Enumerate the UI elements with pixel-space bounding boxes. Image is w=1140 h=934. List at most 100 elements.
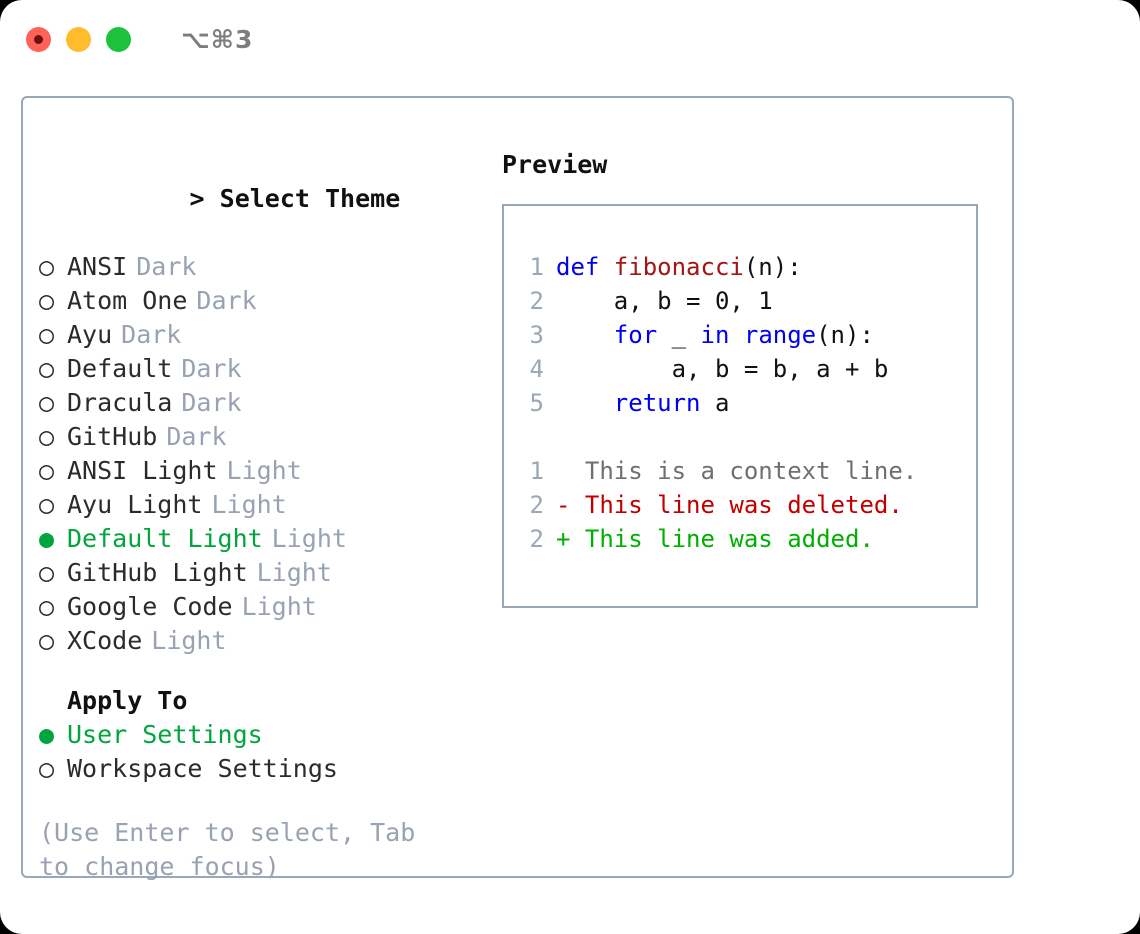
code-token xyxy=(556,321,614,349)
theme-option-label: XCode xyxy=(67,626,143,655)
keyboard-hint: (Use Enter to select, Tab to change focu… xyxy=(39,818,416,881)
theme-option-tag: Dark xyxy=(121,320,182,349)
code-line: 5 return a xyxy=(522,386,976,420)
code-token: a, b = 0, 1 xyxy=(556,287,773,315)
line-number: 2 xyxy=(529,525,544,553)
window-title: ⌥⌘3 xyxy=(181,24,254,54)
theme-option-tag: Light xyxy=(226,456,302,485)
theme-option-label: GitHub xyxy=(67,422,158,451)
theme-option-google-code[interactable]: ○ Google Code Light xyxy=(39,590,485,624)
code-line: 3 for _ in range(n): xyxy=(522,318,976,352)
code-token: for xyxy=(613,321,658,349)
diff-line-add: 2+ This line was added. xyxy=(522,522,976,556)
radio-selected-icon: ● xyxy=(39,720,55,749)
theme-option-ansi[interactable]: ○ ANSI Dark xyxy=(39,250,485,284)
diff-marker xyxy=(556,457,585,485)
code-token: (n): xyxy=(743,253,802,281)
code-token: (n): xyxy=(816,321,874,349)
theme-option-tag: Dark xyxy=(181,354,242,383)
theme-option-label: Google Code xyxy=(67,592,233,621)
radio-unselected-icon: ○ xyxy=(39,252,55,281)
theme-option-tag: Light xyxy=(271,524,347,553)
radio-unselected-icon: ○ xyxy=(39,558,55,587)
diff-sample: 1 This is a context line.2- This line wa… xyxy=(522,454,976,556)
radio-unselected-icon: ○ xyxy=(39,388,55,417)
code-token: a, b = b, a + b xyxy=(556,355,889,383)
theme-option-label: ANSI xyxy=(67,252,128,281)
radio-unselected-icon: ○ xyxy=(39,456,55,485)
radio-unselected-icon: ○ xyxy=(39,354,55,383)
apply-to-heading: Apply To xyxy=(67,686,188,715)
theme-option-tag: Light xyxy=(151,626,227,655)
preview-heading: Preview xyxy=(502,150,608,179)
radio-unselected-icon: ○ xyxy=(39,422,55,451)
code-token xyxy=(556,389,614,417)
code-token: fibonacci xyxy=(613,253,744,281)
line-number: 1 xyxy=(529,253,544,281)
code-line: 4 a, b = b, a + b xyxy=(522,352,976,386)
theme-option-label: Default Light xyxy=(67,524,263,553)
line-number: 5 xyxy=(529,389,544,417)
apply-to-option-label: Workspace Settings xyxy=(67,754,338,783)
theme-option-ansi-light[interactable]: ○ ANSI Light Light xyxy=(39,454,485,488)
theme-option-dracula[interactable]: ○ Dracula Dark xyxy=(39,386,485,420)
line-number: 2 xyxy=(529,491,544,519)
theme-option-github[interactable]: ○ GitHub Dark xyxy=(39,420,485,454)
traffic-lights xyxy=(26,26,131,52)
theme-option-label: Atom One xyxy=(67,286,188,315)
code-token: _ xyxy=(657,321,701,349)
radio-unselected-icon: ○ xyxy=(39,286,55,315)
radio-unselected-icon: ○ xyxy=(39,490,55,519)
diff-marker: - xyxy=(556,491,585,519)
theme-option-tag: Light xyxy=(256,558,332,587)
theme-option-tag: Dark xyxy=(136,252,197,281)
theme-option-ayu[interactable]: ○ Ayu Dark xyxy=(39,318,485,352)
theme-option-label: Ayu Light xyxy=(67,490,203,519)
focus-caret-icon: > xyxy=(189,184,205,213)
theme-option-label: Ayu xyxy=(67,320,113,349)
code-line: 2 a, b = 0, 1 xyxy=(522,284,976,318)
line-number: 2 xyxy=(529,287,544,315)
theme-option-github-light[interactable]: ○ GitHub Light Light xyxy=(39,556,485,590)
theme-option-label: Dracula xyxy=(67,388,173,417)
title-bar: ⌥⌘3 xyxy=(0,0,1140,78)
code-token: a xyxy=(700,389,730,417)
theme-option-label: GitHub Light xyxy=(67,558,248,587)
diff-line-delete: 2- This line was deleted. xyxy=(522,488,976,522)
radio-unselected-icon: ○ xyxy=(39,754,55,783)
radio-unselected-icon: ○ xyxy=(39,320,55,349)
theme-option-tag: Dark xyxy=(166,422,227,451)
theme-option-tag: Dark xyxy=(181,388,242,417)
diff-text: This line was deleted. xyxy=(584,491,903,519)
theme-option-xcode[interactable]: ○ XCode Light xyxy=(39,624,485,658)
line-number: 4 xyxy=(529,355,544,383)
apply-to-option-workspace-settings[interactable]: ○ Workspace Settings xyxy=(39,752,485,786)
maximize-button[interactable] xyxy=(106,26,131,52)
code-token: return xyxy=(613,389,701,417)
radio-selected-icon: ● xyxy=(39,524,55,553)
code-token: def xyxy=(556,253,614,281)
radio-unselected-icon: ○ xyxy=(39,592,55,621)
close-button[interactable] xyxy=(26,26,51,52)
radio-unselected-icon: ○ xyxy=(39,626,55,655)
apply-to-option-label: User Settings xyxy=(67,720,263,749)
minimize-button[interactable] xyxy=(66,26,91,52)
theme-option-label: Default xyxy=(67,354,173,383)
theme-option-label: ANSI Light xyxy=(67,456,218,485)
apply-to-option-user-settings[interactable]: ● User Settings xyxy=(39,718,485,752)
theme-option-default[interactable]: ○ Default Dark xyxy=(39,352,485,386)
theme-option-tag: Light xyxy=(241,592,317,621)
line-number: 3 xyxy=(529,321,544,349)
theme-option-default-light[interactable]: ● Default Light Light xyxy=(39,522,485,556)
code-token: in range xyxy=(700,321,817,349)
diff-text: This line was added. xyxy=(584,525,874,553)
